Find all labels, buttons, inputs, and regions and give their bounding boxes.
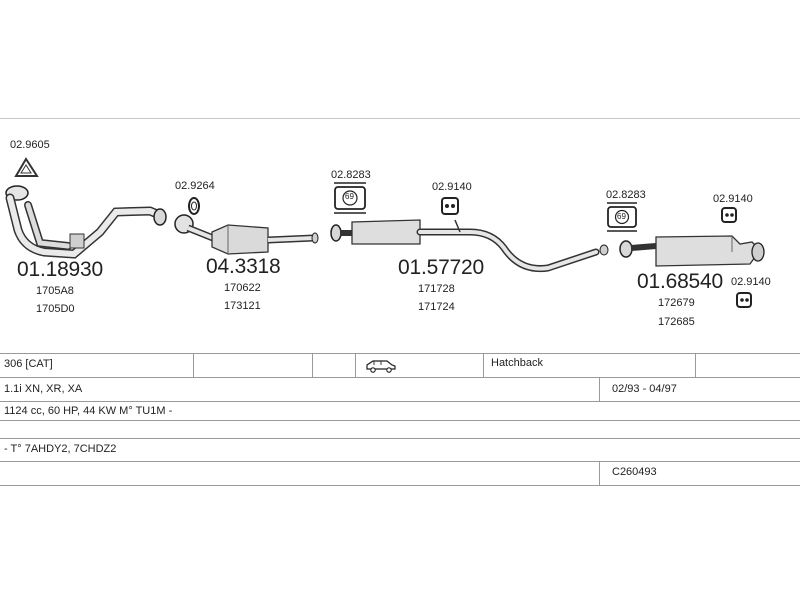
rubber-hanger-icon	[721, 207, 737, 223]
rubber-hanger-icon	[441, 197, 459, 215]
oem-number: 173121	[224, 300, 261, 312]
gasket-icon	[334, 182, 366, 214]
vehicle-engine-codes: - T° 7AHDY2, 7CHDZ2	[4, 443, 117, 455]
oem-number: 171724	[418, 301, 455, 313]
downpipe-part	[5, 185, 167, 259]
component-number: 01.57720	[398, 256, 484, 279]
catalog-id: C260493	[612, 466, 657, 478]
part-ref-label: 02.9264	[175, 180, 215, 192]
top-divider	[0, 118, 800, 119]
part-ref-label: 02.9140	[432, 181, 472, 193]
vehicle-body: Hatchback	[491, 357, 543, 369]
gasket-badge: 69	[345, 192, 354, 201]
car-side-icon	[366, 360, 396, 373]
oem-number: 1705A8	[36, 285, 74, 297]
vehicle-years: 02/93 - 04/97	[612, 383, 677, 395]
component-number: 04.3318	[206, 255, 281, 278]
part-ref-label: 02.9140	[713, 193, 753, 205]
rear-silencer-part	[619, 235, 765, 267]
oem-number: 172679	[658, 297, 695, 309]
clamp-icon	[188, 197, 200, 215]
oem-number: 172685	[658, 316, 695, 328]
centre-silencer-part	[330, 219, 609, 273]
component-number: 01.68540	[637, 270, 723, 293]
rubber-hanger-icon	[736, 292, 752, 308]
gasket-icon	[607, 202, 637, 232]
catalyst-part	[174, 214, 319, 255]
exhaust-parts-svg	[5, 157, 765, 308]
vehicle-engine: 1.1i XN, XR, XA	[4, 383, 83, 395]
vehicle-model: 306 [CAT]	[4, 358, 53, 370]
part-ref-label: 02.9140	[731, 276, 771, 288]
oem-number: 1705D0	[36, 303, 75, 315]
part-ref-label: 02.9605	[10, 139, 50, 151]
gasket-icon	[14, 157, 39, 177]
vehicle-spec: 1124 cc, 60 HP, 44 KW M° TU1M -	[4, 405, 173, 417]
part-ref-label: 02.8283	[331, 169, 371, 181]
part-ref-label: 02.8283	[606, 189, 646, 201]
gasket-badge: 69	[617, 212, 626, 221]
component-number: 01.18930	[17, 258, 103, 281]
oem-number: 171728	[418, 283, 455, 295]
oem-number: 170622	[224, 282, 261, 294]
